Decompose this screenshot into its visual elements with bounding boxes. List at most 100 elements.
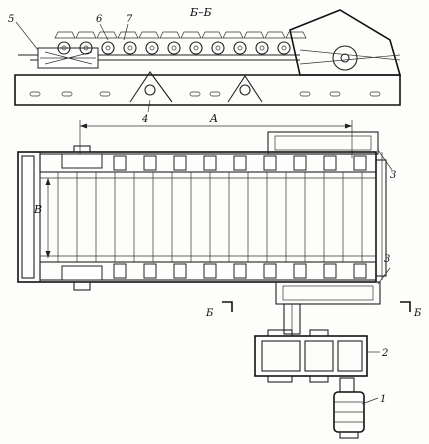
side-roller — [211, 41, 225, 55]
section-label-right: Б — [413, 308, 422, 319]
side-roller — [233, 41, 247, 55]
plan-roller-top — [263, 155, 277, 171]
side-roller-hub — [171, 45, 177, 51]
side-roller-hub — [105, 45, 111, 51]
leader-7 — [123, 23, 129, 41]
motor-fan-cover — [339, 431, 359, 439]
dimension-b: B — [33, 178, 51, 258]
gearbox-cap-3 — [267, 375, 293, 383]
side-roller — [189, 41, 203, 55]
gearbox — [254, 329, 368, 383]
base-slot — [189, 91, 201, 97]
gearbox-cap-1 — [267, 329, 293, 337]
callout-6: 6 — [96, 14, 103, 25]
leader-5 — [15, 21, 39, 51]
side-view — [14, 9, 402, 106]
guard-top-inner — [274, 135, 372, 151]
side-pans — [54, 31, 307, 39]
base-slot — [61, 91, 73, 97]
callout-3-top: 3 — [390, 170, 396, 181]
side-roller — [145, 41, 159, 55]
callout-1: 1 — [380, 394, 386, 405]
support-bracket-2 — [227, 74, 263, 103]
axle-stub-top — [73, 145, 91, 153]
gearbox-cap-2 — [309, 329, 329, 337]
side-roller-hub — [83, 45, 89, 51]
section-marks: Б Б — [205, 301, 422, 319]
side-pan — [75, 31, 97, 39]
side-roller — [123, 41, 137, 55]
plan-roller-top — [113, 155, 127, 171]
side-pan — [285, 31, 307, 39]
side-roller — [277, 41, 291, 55]
side-pan — [180, 31, 202, 39]
tail-takeup-bottom — [61, 265, 103, 281]
head-chain — [299, 49, 401, 65]
gearbox-section-2 — [304, 340, 334, 372]
side-pan — [201, 31, 223, 39]
side-pan — [96, 31, 118, 39]
callout-3-bottom: 3 — [384, 254, 390, 265]
dim-b-label: B — [33, 203, 42, 216]
side-pan — [138, 31, 160, 39]
side-roller-hub — [259, 45, 265, 51]
side-roller-hub — [215, 45, 221, 51]
side-roller — [57, 41, 71, 55]
side-base-frame — [14, 74, 401, 106]
section-mark-right — [400, 301, 411, 312]
guard-bottom — [275, 281, 381, 305]
plan-roller-bottom — [203, 263, 217, 279]
gearbox-body — [254, 335, 368, 377]
plan-roller-top — [293, 155, 307, 171]
gearbox-section-3 — [337, 340, 363, 372]
gearbox-section-1 — [261, 340, 301, 372]
tail-takeup-top — [61, 153, 103, 169]
section-label-left: Б — [205, 308, 214, 319]
side-pan — [159, 31, 181, 39]
plan-roller-bottom — [113, 263, 127, 279]
plan-roller-top — [323, 155, 337, 171]
plan-roller-top — [143, 155, 157, 171]
side-roller-hub — [193, 45, 199, 51]
support-roller-2 — [239, 84, 251, 96]
side-roller — [79, 41, 93, 55]
plan-roller-bottom — [143, 263, 157, 279]
plan-roller-bottom — [263, 263, 277, 279]
callout-2: 2 — [381, 348, 388, 359]
side-pan — [222, 31, 244, 39]
section-mark-left — [222, 301, 233, 312]
plan-roller-top — [203, 155, 217, 171]
plan-roller-bottom — [353, 263, 367, 279]
dimension-a: A — [79, 112, 353, 158]
side-roller-hub — [281, 45, 287, 51]
base-slot — [99, 91, 111, 97]
base-slot — [209, 91, 221, 97]
plan-roller-bottom — [173, 263, 187, 279]
side-pan — [54, 31, 76, 39]
callout-4: 4 — [141, 114, 148, 125]
base-slot — [299, 91, 311, 97]
tail-end-plate — [21, 155, 35, 279]
leader-4 — [147, 99, 151, 113]
plan-roller-bottom — [293, 263, 307, 279]
side-roller-hub — [149, 45, 155, 51]
guard-top — [267, 131, 379, 155]
plan-slats — [40, 172, 376, 262]
support-bracket — [129, 71, 173, 103]
gearbox-cap-4 — [309, 375, 329, 383]
base-slot — [329, 91, 341, 97]
side-roller-hub — [61, 45, 67, 51]
plan-roller-bottom — [233, 263, 247, 279]
plan-roller-top — [353, 155, 367, 171]
side-roller-hub — [237, 45, 243, 51]
plan-rollers — [113, 155, 367, 279]
side-pan — [243, 31, 265, 39]
head-end-plate — [375, 159, 387, 277]
head-sprocket — [332, 45, 358, 71]
callouts-side: 5 6 7 4 — [8, 14, 151, 125]
dim-a-label: A — [209, 112, 218, 125]
side-pan — [117, 31, 139, 39]
leader-3-top — [377, 149, 393, 171]
